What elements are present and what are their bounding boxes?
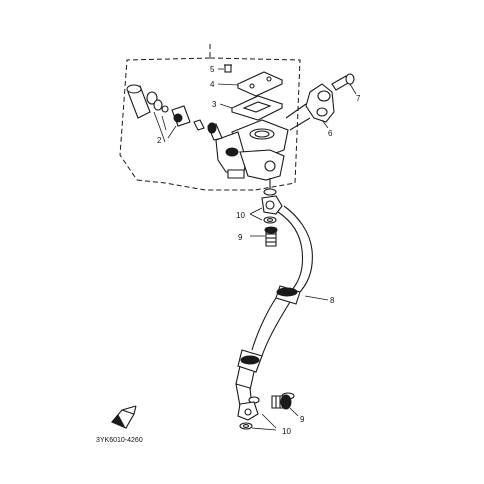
callout-2: 2 (157, 136, 162, 145)
master-cylinder-body[interactable] (215, 119, 289, 181)
screw-part[interactable] (218, 64, 232, 73)
holder-bolt-part[interactable] (331, 73, 357, 95)
piston-kit-part[interactable] (126, 84, 223, 143)
callout-5: 5 (210, 65, 215, 74)
callout-6: 6 (328, 129, 333, 138)
callout-9-lower: 9 (300, 415, 305, 424)
upper-banjo-fitting[interactable] (249, 178, 283, 247)
reservoir-cap-part[interactable] (217, 71, 284, 97)
callout-3: 3 (212, 100, 217, 109)
diaphragm-part[interactable] (219, 95, 284, 121)
callout-9-upper: 9 (238, 233, 243, 242)
diagram-code: 3YK6010-4260 (96, 437, 143, 444)
fwd-arrow-icon (111, 405, 137, 429)
callout-10-upper: 10 (236, 211, 245, 220)
callout-10-lower: 10 (282, 427, 291, 436)
callout-7: 7 (356, 94, 361, 103)
callout-4: 4 (210, 80, 215, 89)
clamp-holder-part[interactable] (285, 83, 335, 131)
lower-banjo-fitting[interactable] (237, 392, 299, 431)
assembly-boundary (119, 44, 301, 191)
callout-8: 8 (330, 296, 335, 305)
brake-hose-part[interactable] (235, 205, 329, 409)
